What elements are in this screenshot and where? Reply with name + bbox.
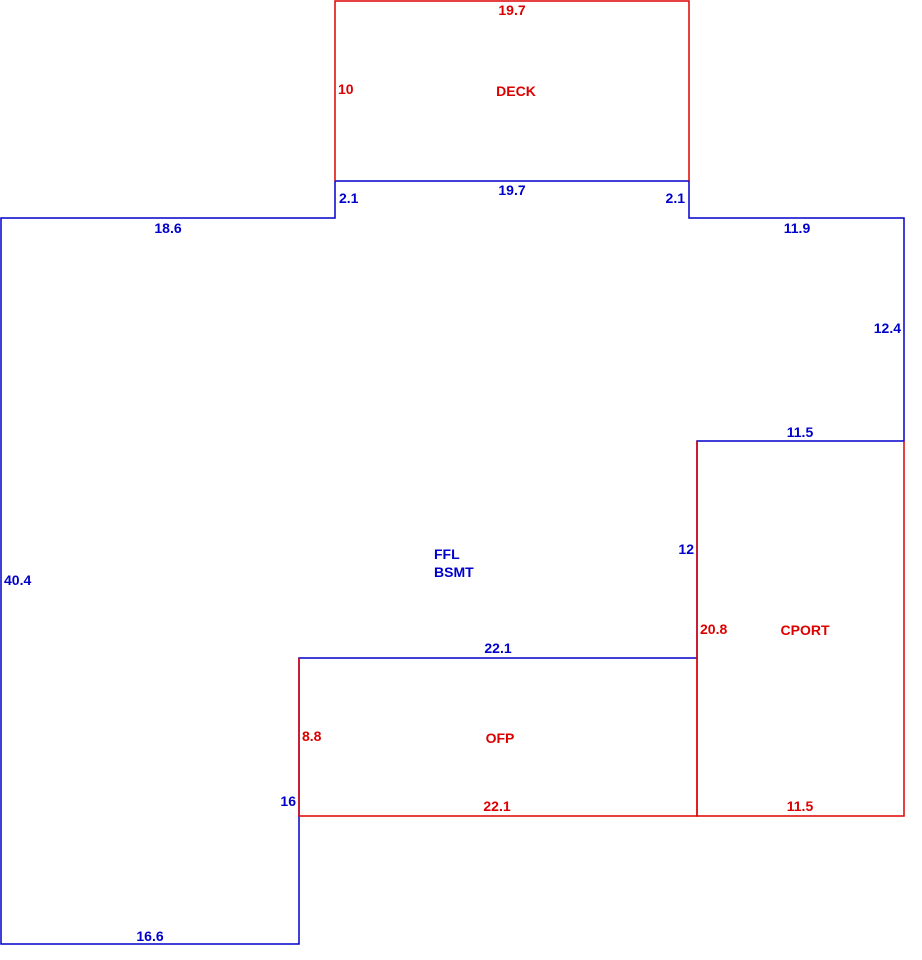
main-area-label-2: BSMT [434, 564, 474, 580]
main-dim-left-jog: 2.1 [339, 190, 359, 206]
main-area-label-1: FFL [434, 546, 460, 562]
cport-dim-left: 20.8 [700, 621, 727, 637]
deck-dim-left: 10 [338, 81, 354, 97]
deck-dim-bottom: 19.7 [498, 182, 525, 198]
cport-dim-bottom: 11.5 [787, 798, 814, 814]
ofp-dim-top: 22.1 [484, 640, 511, 656]
cport-outline [696, 441, 905, 817]
main-dim-top-right: 11.9 [784, 220, 811, 236]
cport-label: CPORT [781, 622, 830, 638]
main-dim-top-left: 18.6 [154, 220, 181, 236]
ofp-dim-left: 8.8 [302, 728, 322, 744]
ofp-dim-bottom: 22.1 [483, 798, 510, 814]
ofp-label: OFP [486, 730, 515, 746]
main-dim-inner-right: 12 [678, 541, 694, 557]
main-dim-bottom: 16.6 [136, 928, 163, 944]
deck-outline [334, 0, 690, 181]
main-dim-inner-left: 16 [280, 793, 296, 809]
main-dim-left: 40.4 [4, 572, 31, 588]
main-dim-right-lower: 11.5 [787, 424, 814, 440]
main-dim-right-jog: 2.1 [666, 190, 686, 206]
main-dim-right: 12.4 [874, 320, 901, 336]
deck-label: DECK [496, 83, 536, 99]
deck-dim-top: 19.7 [498, 2, 525, 18]
main-outline [0, 180, 905, 945]
